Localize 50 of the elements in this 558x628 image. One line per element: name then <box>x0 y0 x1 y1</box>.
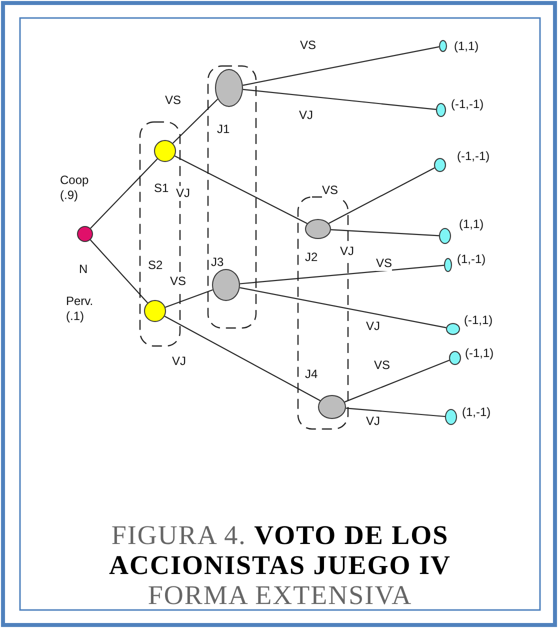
branch-line <box>164 316 320 402</box>
payoff-label: (-1,-1) <box>457 149 490 163</box>
terminal-node <box>444 258 452 272</box>
node-label: N <box>79 262 88 276</box>
edge-label: VJ <box>176 186 190 201</box>
payoff-label: (-1,1) <box>464 313 493 327</box>
edge-label: VJ <box>340 244 354 259</box>
figure-caption: FIGURA 4. VOTO DE LOS ACCIONISTAS JUEGO IV FORMA EXTENSIVA <box>108 520 452 610</box>
edge-label: VS <box>322 183 338 198</box>
edge-label: VS <box>170 274 186 289</box>
node-label: S2 <box>148 258 163 272</box>
branch-line <box>344 360 450 402</box>
terminal-node <box>449 351 461 365</box>
player-node <box>144 300 166 322</box>
branch-line <box>240 287 446 328</box>
payoff-label: (1,1) <box>459 217 484 231</box>
payoff-label: (1,-1) <box>462 405 491 419</box>
decision-node <box>305 219 331 239</box>
node-label: J3 <box>211 255 224 269</box>
terminal-node <box>446 323 460 335</box>
decision-node <box>318 395 346 419</box>
terminal-node <box>439 40 447 52</box>
payoff-label: (1,-1) <box>457 252 486 266</box>
node-label: S1 <box>154 181 169 195</box>
player-node <box>154 140 176 162</box>
branch-line <box>172 98 218 144</box>
branch-line <box>330 229 440 236</box>
payoff-label: (-1,-1) <box>451 97 484 111</box>
decision-node <box>215 69 243 107</box>
payoff-label: (-1,1) <box>465 346 494 360</box>
node-label: J4 <box>305 367 318 381</box>
branch-line <box>90 240 148 304</box>
branch-line <box>242 88 436 110</box>
branch-line <box>328 167 435 224</box>
branch-line <box>90 158 158 229</box>
chance-node <box>77 226 93 242</box>
branch-line <box>346 408 446 418</box>
node-label: J2 <box>305 250 318 264</box>
branch-line <box>174 156 308 224</box>
branch-line <box>242 46 440 86</box>
node-label: J1 <box>217 122 230 136</box>
payoff-label: (1,1) <box>454 39 479 53</box>
decision-node <box>212 269 240 301</box>
branch-line <box>240 264 444 284</box>
terminal-node <box>439 228 451 244</box>
terminal-node <box>436 103 446 117</box>
terminal-node <box>445 409 457 425</box>
branch-line <box>165 289 213 308</box>
terminal-node <box>434 158 446 172</box>
edge-label: VS <box>376 256 392 271</box>
